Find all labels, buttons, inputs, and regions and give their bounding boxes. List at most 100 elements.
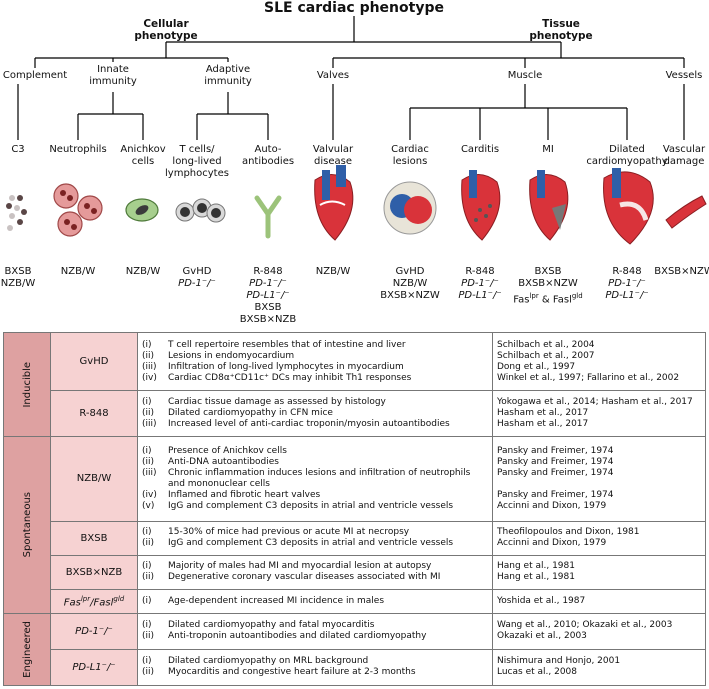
model-label: GvHD	[182, 266, 212, 277]
model-label: R-848	[253, 266, 283, 277]
leaf-mi: MI	[542, 144, 554, 155]
finding-line: (i)Cardiac tissue damage as assessed by …	[142, 397, 386, 408]
group-vessels: Vessels	[665, 70, 703, 81]
table-row: R-848 (i)Cardiac tissue damage as assess…	[4, 390, 706, 438]
finding-line: (i)Dilated cardiomyopathy on MRL backgro…	[142, 656, 369, 667]
finding-line: (i)15-30% of mice had previous or acute …	[142, 527, 410, 538]
model-label: PD-1⁻/⁻	[178, 278, 216, 289]
model-label: R-848	[465, 266, 495, 277]
group-innate-immunity: Innate immunity	[89, 64, 137, 87]
leaf-dilated-cardiomyopathy: Dilated cardiomyopathy	[586, 144, 668, 167]
findings-cell: (i)T cell repertoire resembles that of i…	[137, 331, 493, 392]
anichkov-cell-icon	[125, 198, 159, 222]
c3-molecules-icon	[6, 195, 27, 231]
category-inducible: Inducible	[3, 331, 51, 438]
findings-cell: (i)15-30% of mice had previous or acute …	[137, 520, 493, 556]
reference-line: Pansky and Freimer, 1974	[497, 456, 614, 467]
table-row: Engineered PD-1⁻/⁻ (i)Dilated cardiomyop…	[3, 612, 706, 687]
table-row: Inducible GvHD (i)T cell repertoire rese…	[3, 331, 706, 438]
model-cell: BXSB	[50, 520, 138, 556]
heart-valvular-icon	[314, 165, 354, 241]
reference-line: Schilbach et al., 2007	[497, 350, 595, 361]
diagram-title: SLE cardiac phenotype	[264, 0, 444, 16]
mouse-model-table: Inducible GvHD (i)T cell repertoire rese…	[3, 331, 706, 687]
reference-line: Lucas et al., 2008	[497, 667, 578, 678]
model-label: PD-L1⁻/⁻	[458, 290, 502, 301]
model-cell: R-848	[50, 390, 138, 438]
model-label: NZB/W	[315, 266, 351, 277]
model-cell: GvHD	[50, 331, 138, 392]
finding-line: (ii)Anti-DNA autoantibodies	[142, 456, 279, 467]
model-label: BXSB×NZB	[239, 314, 297, 325]
leaf-cardiac-lesions: Cardiac lesions	[391, 144, 429, 167]
models-valvular: NZB/W	[316, 266, 350, 278]
group-valves: Valves	[316, 70, 350, 81]
leaf-autoantibodies: Auto- antibodies	[241, 144, 295, 167]
reference-line: Yoshida et al., 1987	[497, 595, 586, 606]
leaf-t-cells: T cells/ long-lived lymphocytes	[165, 144, 229, 179]
finding-line: (iv)Inflamed and fibrotic heart valves	[142, 489, 321, 500]
model-label: BXSB×NZW	[518, 278, 578, 289]
models-neutrophils: NZB/W	[61, 266, 95, 278]
model-cell: BXSB×NZB	[50, 554, 138, 590]
finding-line: (i)Majority of males had MI and myocardi…	[142, 561, 432, 572]
reference-line: Wang et al., 2010; Okazaki et al., 2003	[497, 620, 673, 631]
reference-line	[497, 479, 701, 490]
group-complement: Complement	[2, 70, 68, 81]
models-anichkov: NZB/W	[126, 266, 160, 278]
vessel-icon	[665, 195, 707, 229]
finding-line: (ii)Anti-troponin autoantibodies and dil…	[142, 631, 427, 642]
model-cell: Faslpr/Faslgld	[50, 588, 138, 614]
models-vascular: BXSB×NZW	[654, 266, 709, 278]
table-row: PD-L1⁻/⁻ (i)Dilated cardiomyopathy on MR…	[4, 648, 706, 687]
finding-line: (i)Dilated cardiomyopathy and fatal myoc…	[142, 620, 375, 631]
model-label: PD-1⁻/⁻	[249, 278, 287, 289]
references-cell: Yoshida et al., 1987	[492, 588, 706, 614]
reference-line: Hang et al., 1981	[497, 572, 575, 583]
model-label: BXSB	[4, 266, 32, 277]
model-cell: PD-1⁻/⁻	[50, 612, 138, 650]
leaf-carditis: Carditis	[460, 144, 500, 155]
phenotype-tree	[6, 16, 707, 245]
finding-line: and mononuclear cells	[168, 478, 270, 489]
table-row: BXSB (i)15-30% of mice had previous or a…	[4, 520, 706, 556]
neutrophils-icon	[53, 183, 103, 237]
finding-line: (iii)Increased level of anti-cardiac tro…	[142, 419, 450, 430]
model-label: Faslpr & Faslgld	[513, 292, 583, 306]
model-label: PD-1⁻/⁻	[461, 278, 499, 289]
category-spontaneous: Spontaneous	[3, 436, 51, 614]
model-cell: PD-L1⁻/⁻	[50, 648, 138, 687]
findings-cell: (i)Dilated cardiomyopathy on MRL backgro…	[137, 648, 493, 687]
finding-line: (iii)Chronic inflammation induces lesion…	[142, 467, 471, 478]
model-label: PD-L1⁻/⁻	[246, 290, 290, 301]
reference-line: Accinni and Dixon, 1979	[497, 538, 607, 549]
antibody-icon	[254, 195, 282, 239]
heart-mi-icon	[529, 170, 569, 241]
reference-line: Yokogawa et al., 2014; Hasham et al., 20…	[497, 397, 693, 408]
table-row: Faslpr/Faslgld (i)Age-dependent increase…	[4, 588, 706, 614]
findings-cell: (i)Presence of Anichkov cells(ii)Anti-DN…	[137, 436, 493, 522]
t-cells-icon	[175, 198, 226, 223]
finding-line: (iv)Cardiac CD8α⁺CD11c⁺ DCs may inhibit …	[142, 372, 412, 383]
model-label: PD-1⁻/⁻	[608, 278, 646, 289]
finding-line: (ii)IgG and complement C3 deposits in at…	[142, 538, 454, 549]
reference-line: Hasham et al., 2017	[497, 408, 589, 419]
reference-line: Hang et al., 1981	[497, 561, 575, 572]
finding-line: (i)Presence of Anichkov cells	[142, 445, 287, 456]
finding-line: (iii)Infiltration of long-lived lymphocy…	[142, 361, 404, 372]
model-label: BXSB	[534, 266, 562, 277]
leaf-anichkov: Anichkov cells	[120, 144, 166, 167]
heart-section-icon	[383, 181, 437, 235]
leaf-c3: C3	[11, 144, 25, 155]
tree-connectors	[17, 16, 685, 140]
heart-dilated-icon	[603, 168, 654, 245]
model-label: NZB/W	[125, 266, 161, 277]
model-label: NZB/W	[60, 266, 96, 277]
